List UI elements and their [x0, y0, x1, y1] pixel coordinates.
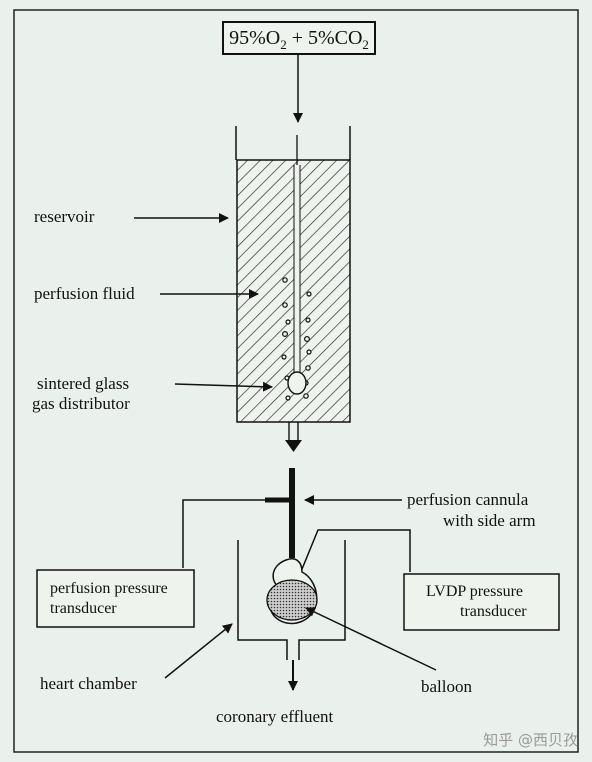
cannula-label-line2: with side arm [443, 511, 536, 530]
heart-chamber-label: heart chamber [40, 674, 137, 693]
balloon-shape [266, 579, 318, 621]
outlet-arrow [285, 440, 302, 452]
heart-chamber-arrow [164, 623, 233, 679]
lvdp-line [299, 529, 411, 575]
sintered-glass-distributor [287, 371, 307, 395]
sintered-glass-label: sintered glass [37, 374, 130, 393]
outer-frame [13, 9, 579, 753]
heart-chamber-right [298, 540, 346, 660]
lvdp-transducer-box [403, 573, 560, 631]
plus-text: + [286, 27, 308, 49]
perfusion-transducer-box [36, 569, 195, 628]
perfusion-transducer-label-line2: transducer [50, 600, 117, 617]
lvdp-transducer-label-line1: LVDP pressure [426, 583, 524, 600]
watermark: 知乎 @西贝孜 [483, 731, 578, 749]
lvdp-transducer-label-line2: transducer [460, 603, 527, 620]
reservoir-label: reservoir [34, 207, 95, 226]
perfusion-fluid-label: perfusion fluid [34, 284, 135, 303]
gas-supply-box: 95%O2 + 5%CO2 [222, 21, 376, 55]
cannula-label-line1: perfusion cannula [407, 490, 529, 509]
heart-chamber-left [237, 540, 288, 660]
balloon-arrow [305, 607, 437, 671]
perfusion-transducer-line [182, 499, 265, 568]
balloon-label: balloon [421, 677, 472, 696]
coronary-effluent-label: coronary effluent [216, 707, 334, 726]
perfusion-transducer-label-line1: perfusion pressure [50, 580, 168, 597]
o2-subscript: 2 [280, 37, 287, 52]
sintered-arrow [174, 381, 273, 392]
o2-text: 95%O [229, 27, 281, 49]
co2-text: 5%CO [307, 27, 363, 49]
co2-subscript: 2 [362, 37, 369, 52]
gas-distributor-label: gas distributor [32, 394, 130, 413]
